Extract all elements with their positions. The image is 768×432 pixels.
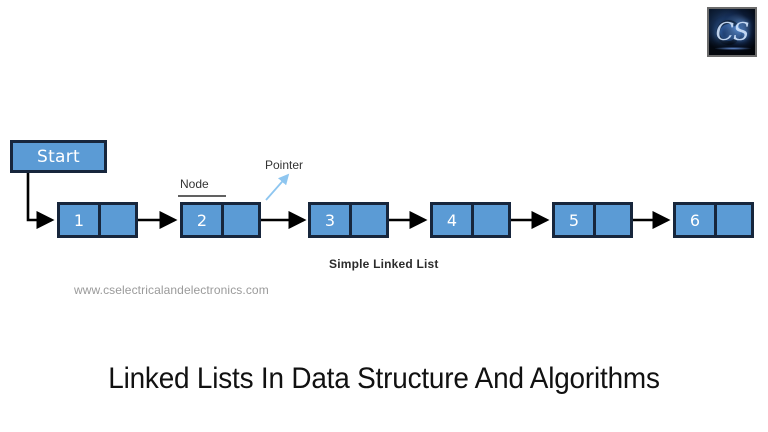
site-watermark: www.cselectricalandelectronics.com	[74, 283, 269, 297]
node-annotation-label: Node	[180, 177, 209, 191]
page-title: Linked Lists In Data Structure And Algor…	[108, 362, 660, 395]
node-data-cell: 1	[60, 205, 101, 235]
start-box-label: Start	[36, 146, 81, 167]
list-node-3: 3	[308, 202, 389, 238]
arrow-start-to-node1	[26, 173, 55, 230]
node-pointer-cell-null	[717, 205, 751, 235]
node-pointer-cell	[101, 205, 135, 235]
logo-c-shape	[716, 20, 741, 45]
node-pointer-cell	[596, 205, 630, 235]
node-pointer-cell	[352, 205, 386, 235]
pointer-label-leader	[265, 173, 290, 201]
start-box: Start	[10, 140, 107, 173]
pointer-annotation-label: Pointer	[265, 158, 304, 172]
logo-base-glow	[715, 47, 751, 50]
diagram-caption: Simple Linked List	[329, 257, 439, 271]
node-pointer-cell	[474, 205, 508, 235]
node-data-cell: 6	[676, 205, 717, 235]
list-node-2: 2	[180, 202, 261, 238]
list-node-1: 1	[57, 202, 138, 238]
node-data-cell: 5	[555, 205, 596, 235]
node-pointer-cell	[224, 205, 258, 235]
node-data-cell: 3	[311, 205, 352, 235]
node-data-cell: 2	[183, 205, 224, 235]
node-data-cell: 4	[433, 205, 474, 235]
list-node-6: 6	[673, 202, 754, 238]
logo-text: CS	[715, 18, 750, 46]
site-logo: CS	[707, 7, 757, 57]
list-node-4: 4	[430, 202, 511, 238]
list-node-5: 5	[552, 202, 633, 238]
